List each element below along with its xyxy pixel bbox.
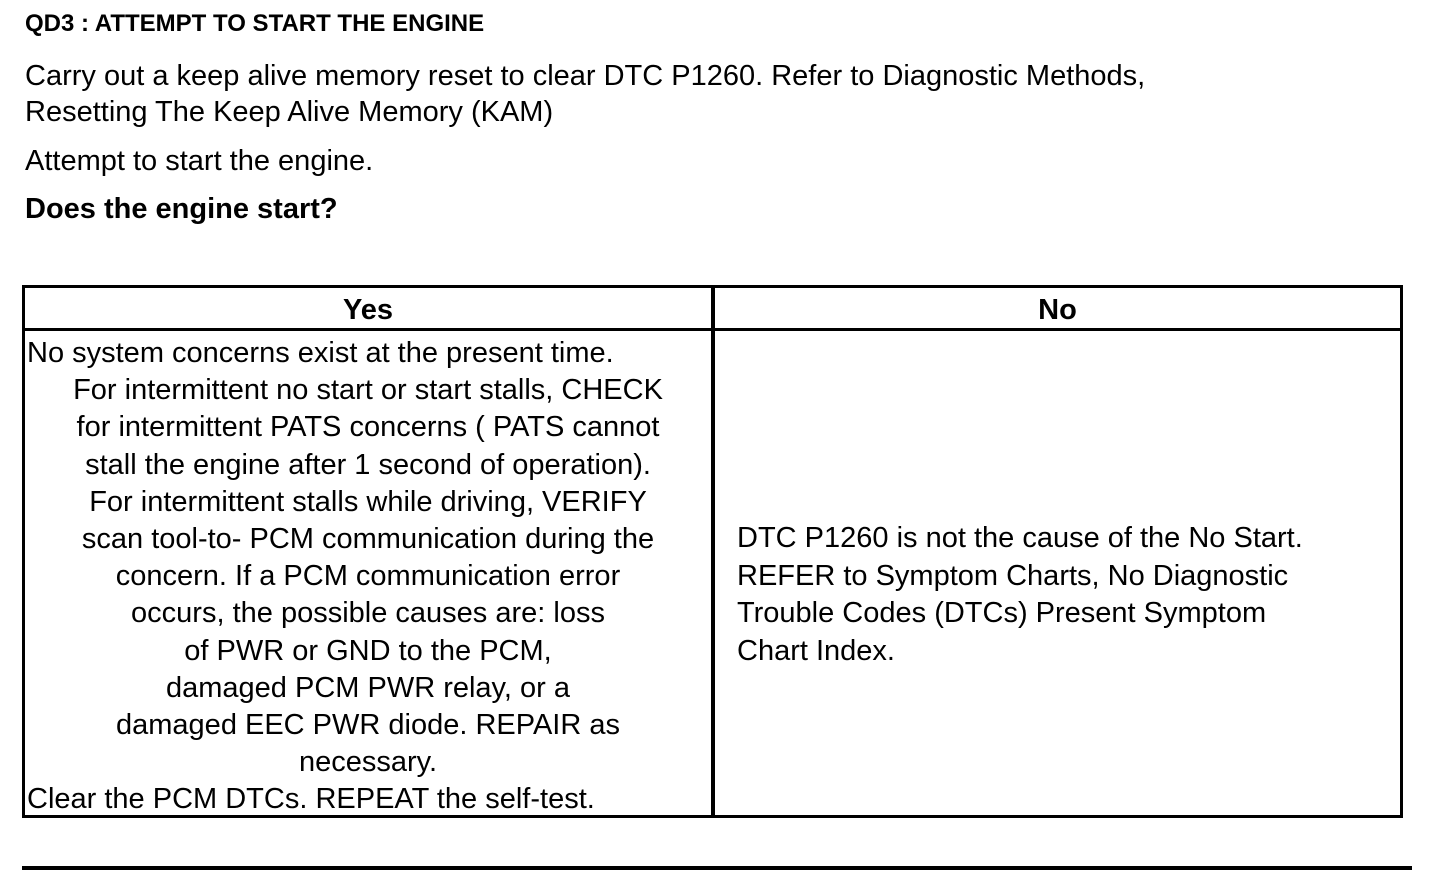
no-column-header: No <box>1038 294 1077 326</box>
yes-cell-line: for intermittent PATS concerns ( PATS ca… <box>76 411 660 444</box>
diagnostic-question: Does the engine start? <box>25 193 338 225</box>
no-cell-line: DTC P1260 is not the cause of the No Sta… <box>737 522 1303 554</box>
yes-cell-line: occurs, the possible causes are: loss <box>131 597 605 630</box>
instruction-reset-kam: Carry out a keep alive memory reset to c… <box>25 58 1145 130</box>
yes-cell-line: scan tool-to- PCM communication during t… <box>81 523 655 556</box>
yes-cell-line: No system concerns exist at the present … <box>27 337 614 369</box>
bottom-rule <box>22 866 1412 870</box>
yes-cell: No system concerns exist at the present … <box>27 335 709 819</box>
yes-cell-line: damaged EEC PWR diode. REPAIR as <box>116 709 620 742</box>
yes-cell-line: stall the engine after 1 second of opera… <box>85 448 651 481</box>
decision-table: Yes No No system concerns exist at the p… <box>22 285 1403 818</box>
yes-cell-line: For intermittent no start or start stall… <box>73 374 663 407</box>
no-cell: DTC P1260 is not the cause of the No Sta… <box>737 520 1397 670</box>
yes-cell-line: For intermittent stalls while driving, V… <box>89 485 647 518</box>
yes-cell-line: of PWR or GND to the PCM, <box>184 634 552 667</box>
section-heading: QD3 : ATTEMPT TO START THE ENGINE <box>25 10 485 37</box>
no-cell-line: REFER to Symptom Charts, No Diagnostic <box>737 559 1289 592</box>
yes-cell-line: necessary. <box>298 746 438 779</box>
no-cell-line: Trouble Codes (DTCs) Present Symptom <box>737 597 1267 629</box>
no-cell-line: Chart Index. <box>737 634 895 667</box>
yes-cell-line: concern. If a PCM communication error <box>115 560 621 593</box>
column-divider <box>711 288 715 815</box>
yes-cell-line: Clear the PCM DTCs. REPEAT the self-test… <box>27 783 595 816</box>
yes-cell-line: damaged PCM PWR relay, or a <box>166 671 570 704</box>
header-divider <box>25 328 1400 331</box>
yes-column-header: Yes <box>343 294 393 326</box>
instruction-line: Resetting The Keep Alive Memory (KAM) <box>25 96 554 128</box>
instruction-line: Carry out a keep alive memory reset to c… <box>25 60 1146 92</box>
instruction-start-engine: Attempt to start the engine. <box>25 145 374 177</box>
